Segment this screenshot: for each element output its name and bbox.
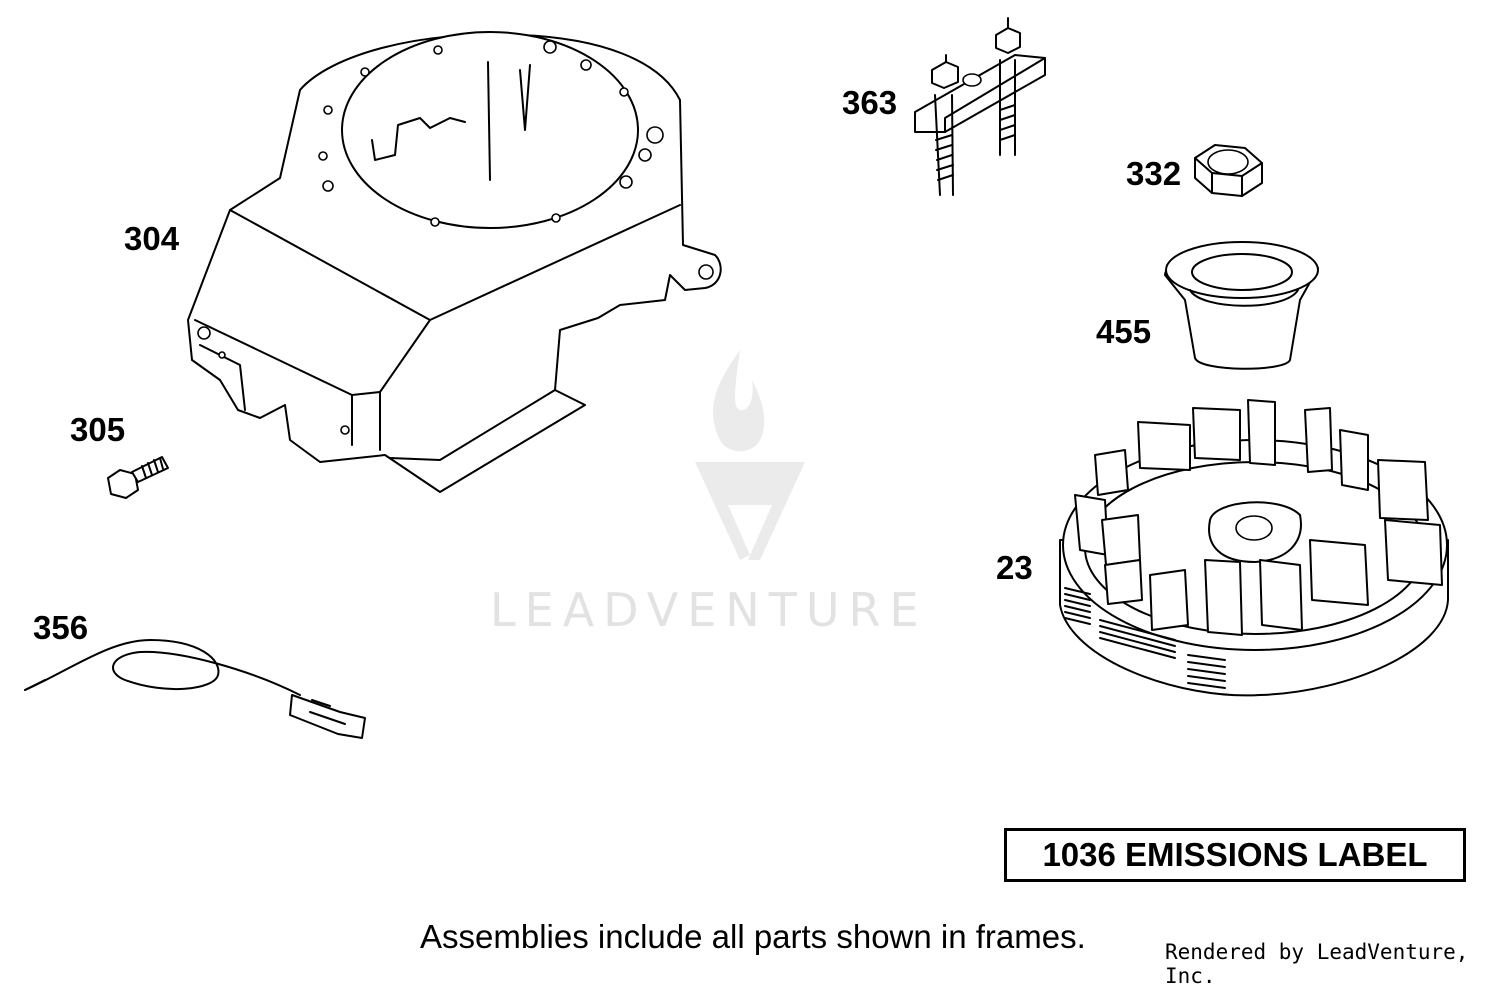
callout-332[interactable]: 332 xyxy=(1126,155,1182,192)
bracket-icon[interactable] xyxy=(914,17,1046,196)
callout-304[interactable]: 304 xyxy=(124,220,180,257)
render-credit: Rendered by LeadVenture, Inc. xyxy=(1165,940,1469,988)
blower-housing-icon[interactable] xyxy=(187,31,722,493)
wire-icon[interactable] xyxy=(24,639,366,739)
watermark-text: LEADVENTURE xyxy=(490,583,928,637)
screw-icon[interactable] xyxy=(107,456,169,499)
cup-icon[interactable] xyxy=(1164,241,1319,370)
callout-455[interactable]: 455 xyxy=(1096,313,1152,350)
callout-363[interactable]: 363 xyxy=(842,84,898,121)
callout-305[interactable]: 305 xyxy=(70,411,126,448)
footer-note: Assemblies include all parts shown in fr… xyxy=(420,918,1086,955)
leadventure-logo-icon xyxy=(695,350,805,560)
emissions-label-frame[interactable]: 1036 EMISSIONS LABEL xyxy=(1004,828,1466,882)
nut-icon[interactable] xyxy=(1194,144,1263,197)
emissions-label-text: 1036 EMISSIONS LABEL xyxy=(1042,836,1428,873)
callout-23[interactable]: 23 xyxy=(996,549,1033,586)
flywheel-icon[interactable] xyxy=(1059,399,1449,697)
callout-356[interactable]: 356 xyxy=(33,609,89,646)
